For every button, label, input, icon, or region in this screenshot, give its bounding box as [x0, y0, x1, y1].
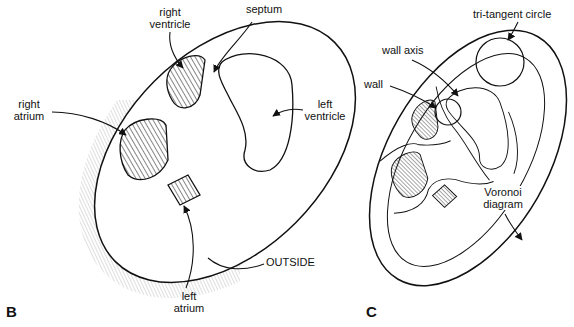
heart-outline	[329, 0, 574, 319]
tri-tangent-circle	[435, 99, 461, 125]
part-label: left atrium	[166, 290, 212, 314]
voronoi-curve	[365, 70, 528, 215]
part-label: OUTSIDE	[266, 256, 336, 268]
part-label: right atrium	[6, 98, 52, 122]
part-label: wall	[364, 78, 394, 90]
heart-outline	[45, 0, 406, 327]
heart-chambers	[365, 70, 529, 221]
panel-letter: C	[366, 304, 386, 320]
part-label: septum	[246, 3, 306, 15]
tri-tangent-circle	[476, 38, 524, 86]
voronoi-curve	[355, 28, 574, 292]
part-label: wall axis	[382, 44, 442, 56]
part-label: tri-tangent circle	[473, 8, 571, 20]
part-label: left ventricle	[302, 98, 348, 122]
outside-shading	[33, 100, 240, 327]
part-label: right ventricle	[142, 6, 198, 30]
heart-chambers	[120, 54, 293, 205]
panel-letter: B	[6, 304, 26, 320]
leader-lines	[52, 22, 303, 288]
part-label: Voronoi diagram	[480, 186, 526, 210]
